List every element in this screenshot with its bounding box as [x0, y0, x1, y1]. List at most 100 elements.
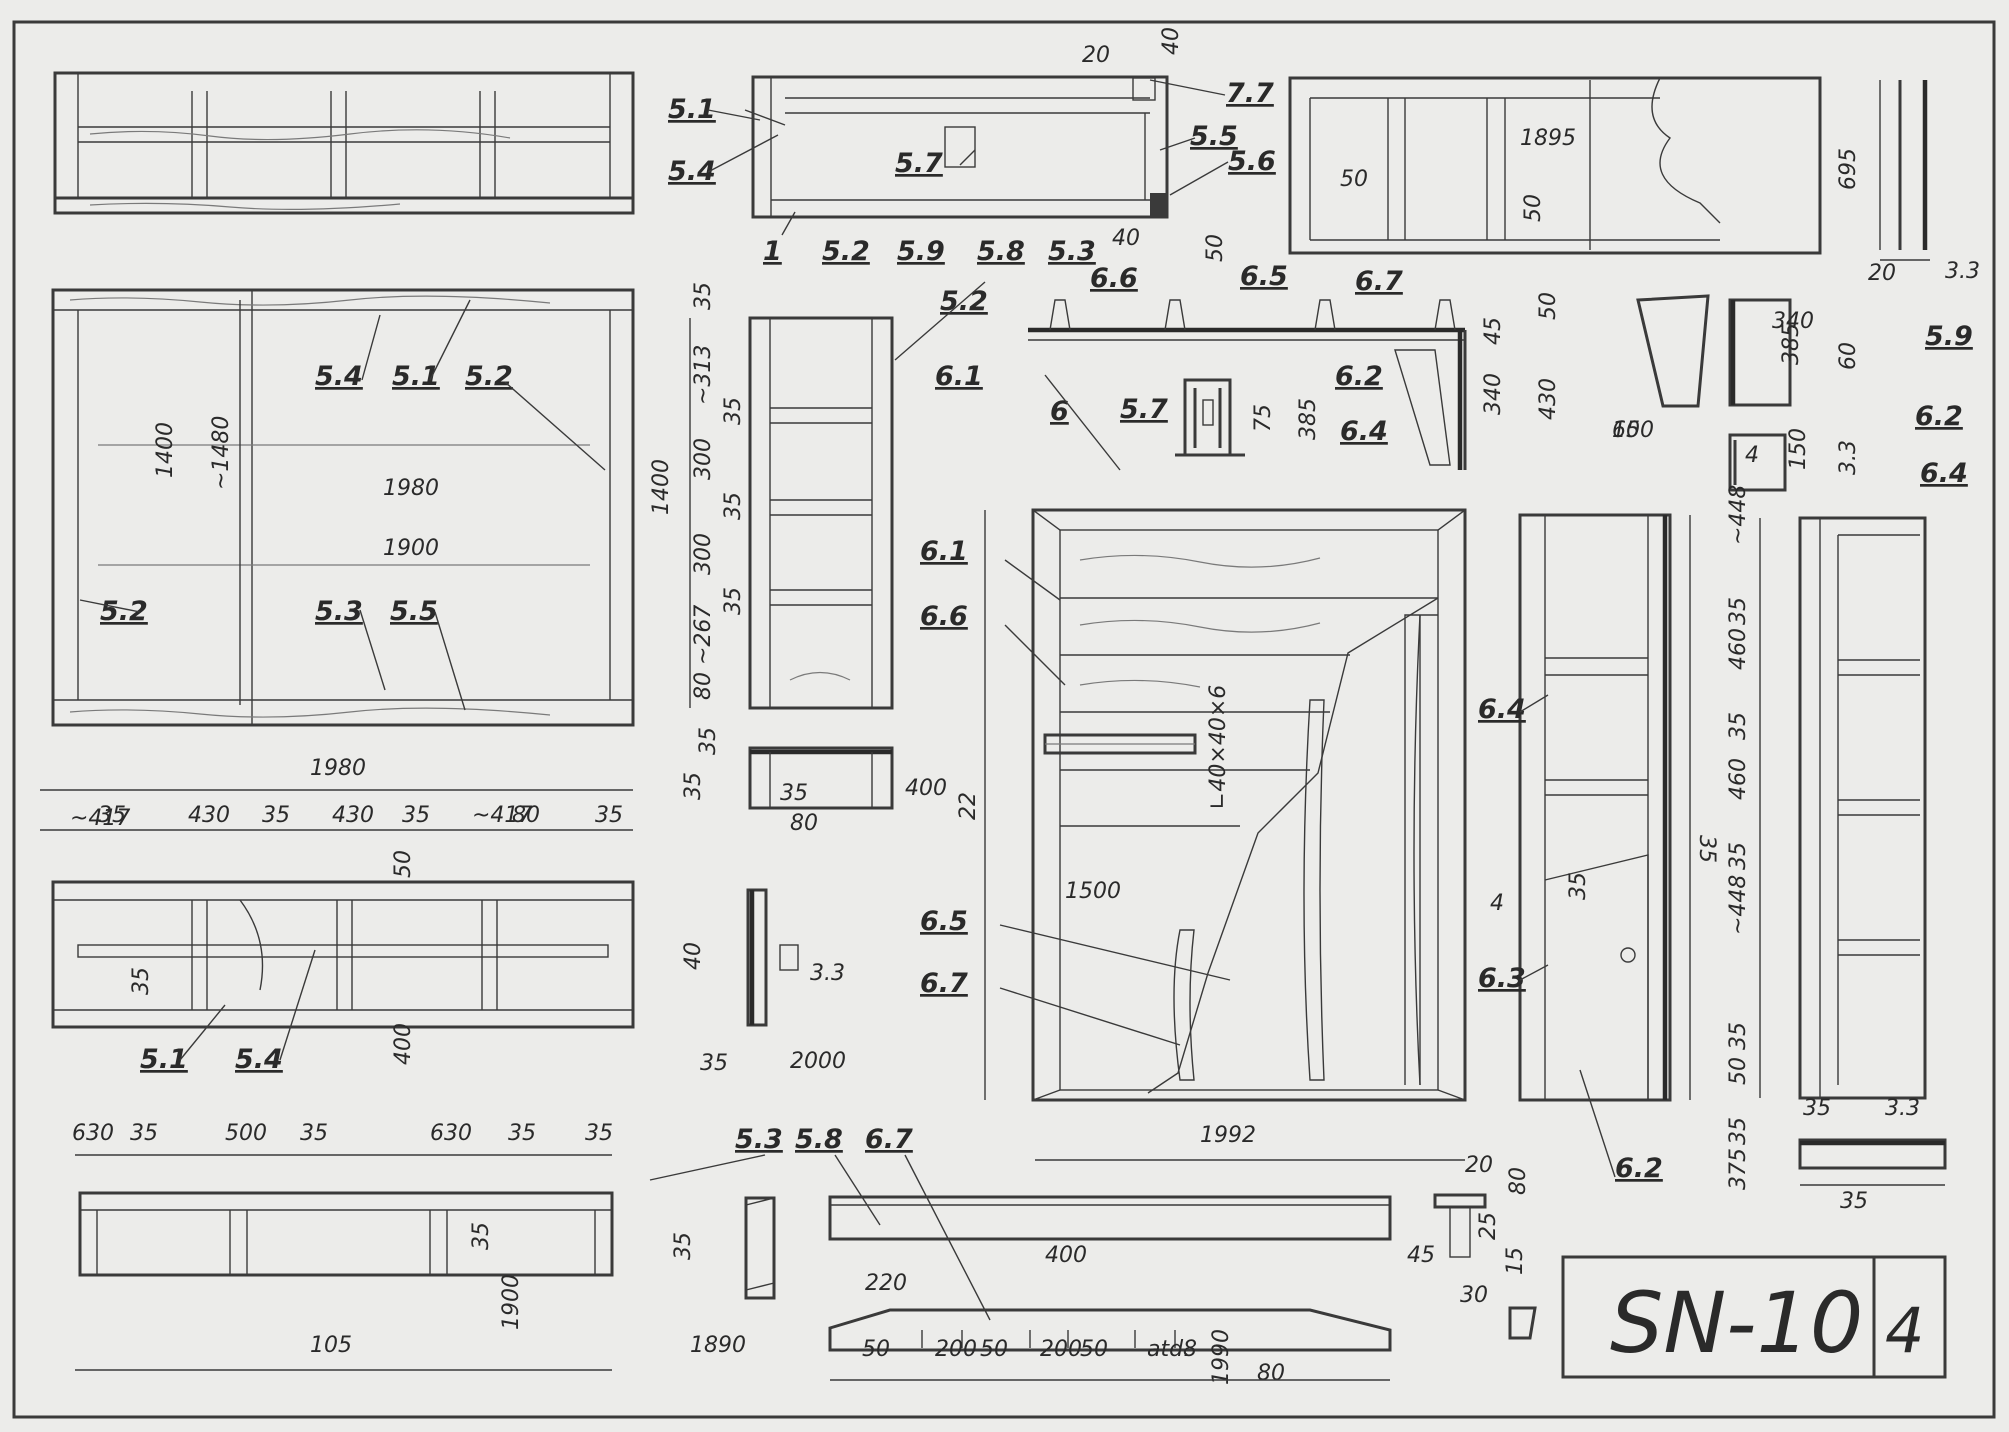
callout-label: 6.7 — [1355, 266, 1403, 297]
dim: 35 — [469, 1222, 494, 1250]
dim: 50 — [1203, 234, 1228, 262]
leader-lines — [79, 79, 1616, 1321]
dim: 430 — [188, 803, 230, 828]
dim: 20 — [1082, 43, 1110, 68]
dim: 50 — [862, 1337, 890, 1362]
dim: 630 — [430, 1121, 472, 1146]
callout-label: 5.2 — [822, 236, 870, 267]
dim: 50 — [1340, 167, 1368, 192]
dim: 80 — [790, 811, 818, 836]
dim: 3.3 — [1945, 259, 1980, 284]
dim: 460 — [1726, 628, 1751, 670]
dim: 300 — [691, 438, 716, 480]
dim: 105 — [310, 1333, 352, 1358]
view-large-frame — [51, 288, 635, 727]
dim: 35 — [129, 967, 154, 995]
callout-label: 7.7 — [1226, 78, 1274, 109]
dim: 340 — [1481, 373, 1506, 415]
callout-label: 6.5 — [920, 906, 968, 937]
dim: ~448 — [1726, 485, 1751, 545]
dim: 15 — [1503, 1247, 1528, 1275]
dim: 35 — [300, 1121, 328, 1146]
callout-label: 5.2 — [100, 596, 148, 627]
dim: 35 — [721, 397, 746, 425]
callout-label: 5.8 — [795, 1124, 843, 1155]
dim: 8 — [1183, 1337, 1197, 1362]
dim: 430 — [332, 803, 374, 828]
callout-label: 5.7 — [1120, 394, 1168, 425]
dim: 35 — [1803, 1096, 1831, 1121]
dim: 375 — [1726, 1148, 1751, 1190]
callout-label: 5.3 — [735, 1124, 783, 1155]
callout-label: 6.4 — [1340, 416, 1388, 447]
dim: ∟40×40×6 — [1206, 685, 1231, 810]
view-shelf-side — [748, 316, 894, 710]
callout-label: 1 — [763, 236, 782, 267]
view-t-profile — [1433, 1193, 1537, 1340]
dim: 20 — [1868, 261, 1896, 286]
dim: 630 — [72, 1121, 114, 1146]
dim: 35 — [262, 803, 290, 828]
dim: 50 — [980, 1337, 1008, 1362]
callout-label: 5.1 — [392, 361, 440, 392]
dim: 35 — [721, 587, 746, 615]
callout-label: 6.4 — [1920, 458, 1968, 489]
dim: 35 — [585, 1121, 613, 1146]
dim: 150 — [1786, 428, 1811, 470]
dim: 3.3 — [1885, 1096, 1920, 1121]
dim: 430 — [1536, 378, 1561, 420]
dim: 35 — [1566, 872, 1591, 900]
dim: 35 — [98, 803, 126, 828]
view-bottom-frame — [78, 1191, 776, 1300]
dim: 40 — [681, 942, 706, 970]
dim: 200 — [935, 1337, 977, 1362]
view-bottom-long-bars — [828, 1195, 1392, 1352]
dim: 45 — [1407, 1243, 1435, 1268]
view-angle-rail — [1028, 299, 1467, 470]
callout-label: 6 — [1050, 396, 1069, 427]
dim: 50 — [1521, 194, 1546, 222]
dim: ~313 — [691, 345, 716, 405]
dim: 1400 — [153, 422, 178, 478]
dim: 25 — [1476, 1212, 1501, 1240]
dim: ~417 — [472, 803, 532, 828]
dim: 340 — [1772, 309, 1814, 334]
dim: 1400 — [649, 459, 674, 515]
dim: 35 — [130, 1121, 158, 1146]
dim: atd. — [1147, 1337, 1190, 1362]
callout-label: 5.7 — [895, 148, 943, 179]
dim: ~417 — [70, 806, 130, 831]
dim: 50 — [1726, 1057, 1751, 1085]
dim: 1980 — [383, 476, 439, 501]
sheet-border — [12, 20, 1996, 1419]
dimension-lines — [40, 80, 1945, 1381]
callout-label: 6.7 — [920, 968, 968, 999]
dim: 40 — [1112, 226, 1140, 251]
dim: 500 — [225, 1121, 267, 1146]
dim: 1890 — [690, 1333, 746, 1358]
callout-label: 5.8 — [977, 236, 1025, 267]
dim: ~448 — [1726, 875, 1751, 935]
dim: 75 — [1251, 404, 1276, 432]
dim: 60 — [1836, 342, 1861, 370]
dim: 35 — [691, 282, 716, 310]
dim: 35 — [681, 772, 706, 800]
dim: 695 — [1836, 148, 1861, 190]
title-block: SN-10 4 — [1561, 1255, 1947, 1379]
dim: 40 — [1159, 27, 1184, 55]
dim: 35 — [1694, 835, 1719, 863]
callout-label: 6.6 — [920, 601, 968, 632]
dim: 400 — [905, 776, 947, 801]
dim: 80 — [1506, 1167, 1531, 1195]
dim: 3.3 — [1836, 440, 1861, 475]
callout-label: 5.3 — [315, 596, 363, 627]
view-side-panel-63 — [1518, 513, 1672, 1102]
dim: 35 — [595, 803, 623, 828]
callout-label: 5.5 — [1190, 121, 1238, 152]
view-main-cabinet — [1031, 508, 1467, 1102]
dim: 300 — [691, 533, 716, 575]
dim: 35 — [1726, 842, 1751, 870]
callout-label: 6.2 — [1915, 401, 1963, 432]
dim: 35 — [508, 1121, 536, 1146]
